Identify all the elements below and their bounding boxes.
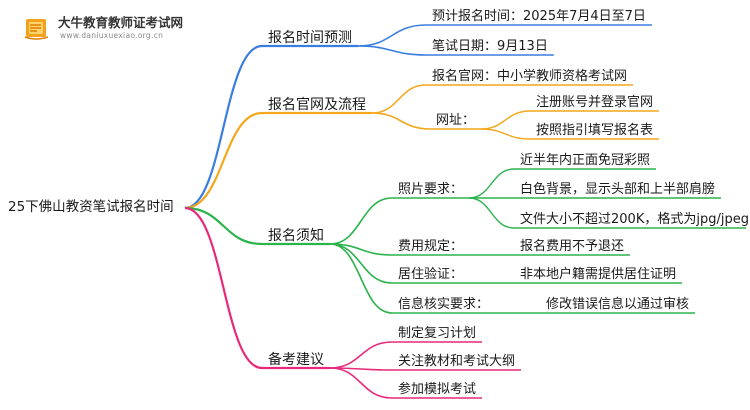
branch-node: 报名官网及流程	[268, 97, 366, 113]
branch-node: 备考建议	[268, 352, 324, 368]
child-node: 居住验证：	[398, 267, 464, 282]
branch-connector	[184, 206, 263, 246]
leaf-node: 修改错误信息以通过审核	[546, 297, 690, 312]
child-node: 费用规定：	[398, 239, 464, 254]
child-connector	[371, 84, 427, 114]
leaf-connector	[468, 197, 515, 229]
logo-url: www.daniuxuexiao.org.cn	[60, 31, 164, 40]
leaf-node: 白色背景，显示头部和上半部肩膀	[520, 182, 716, 197]
child-connector	[371, 112, 431, 130]
child-node: 预计报名时间：2025年7月4日至7日	[432, 9, 646, 24]
leaf-node: 文件大小不超过200K，格式为jpg/jpeg	[520, 212, 749, 227]
child-node: 参加模拟考试	[398, 382, 477, 397]
child-node: 笔试日期：9月13日	[432, 39, 548, 54]
child-node: 网址：	[436, 113, 476, 128]
child-node: 制定复习计划	[398, 326, 477, 341]
child-connector	[329, 341, 393, 369]
logo-title: 大牛教育教师证考试网	[58, 15, 184, 30]
child-node: 报名官网：中小学教师资格考试网	[432, 69, 628, 84]
leaf-connector	[480, 128, 531, 140]
leaf-node: 注册账号并登录官网	[536, 95, 654, 110]
leaf-connector	[468, 168, 515, 199]
branch-connector	[184, 44, 263, 210]
branch-node: 报名时间预测	[268, 30, 352, 46]
book-icon	[24, 19, 49, 40]
leaf-node: 报名费用不予退还	[520, 239, 625, 254]
root-node: 25下佛山教资笔试报名时间	[8, 199, 174, 215]
child-connector	[329, 367, 393, 399]
site-logo[interactable]: 大牛教育教师证考试网 www.daniuxuexiao.org.cn	[14, 10, 214, 46]
branch-connector	[184, 206, 263, 370]
child-connector	[357, 24, 427, 47]
branch-node: 报名须知	[268, 228, 324, 244]
child-node: 信息核实要求：	[398, 297, 490, 312]
leaf-node: 非本地户籍需提供居住证明	[520, 267, 677, 282]
child-node: 关注教材和考试大纲	[398, 354, 516, 369]
child-connector	[329, 243, 393, 314]
leaf-node: 按照指引填写报名表	[536, 123, 654, 138]
child-node: 照片要求：	[398, 182, 464, 197]
child-connector	[357, 45, 427, 56]
leaf-connector	[480, 110, 531, 130]
branch-connector	[184, 111, 263, 210]
leaf-node: 近半年内正面免冠彩照	[520, 153, 651, 168]
child-connector	[329, 197, 393, 245]
